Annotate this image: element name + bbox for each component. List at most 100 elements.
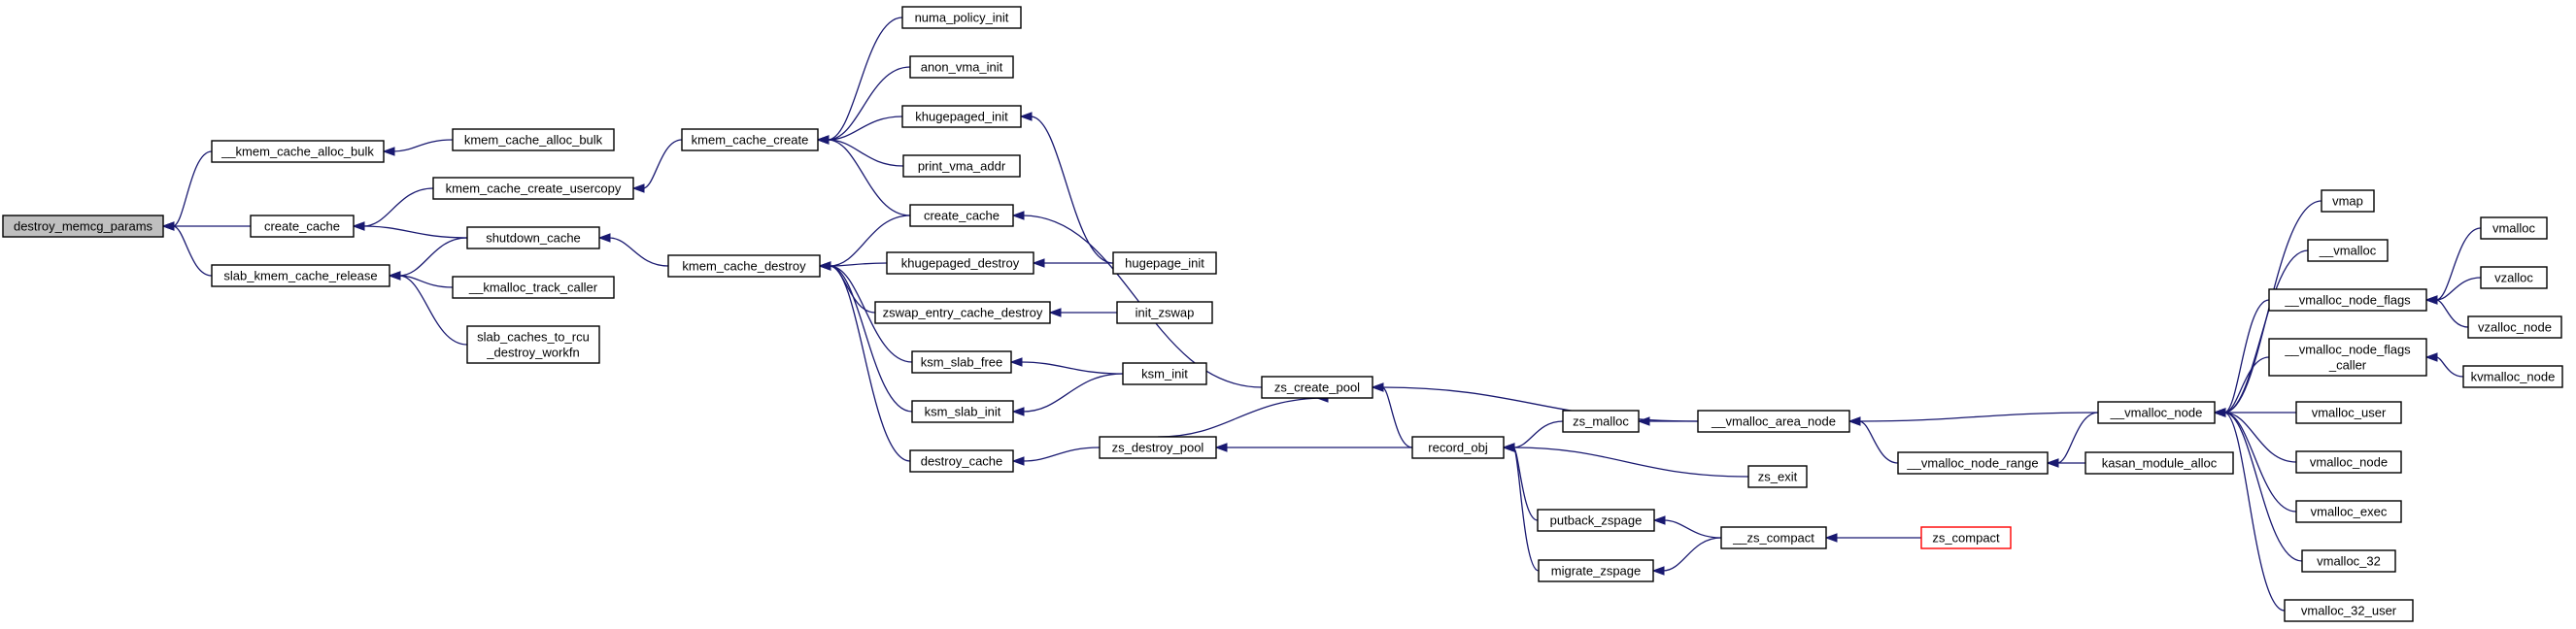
node-label: __vmalloc: [2319, 244, 2377, 258]
node-vmalloc-32[interactable]: vmalloc_32: [2301, 549, 2396, 573]
node-label: __zs_compact: [1732, 531, 1814, 546]
node-zs-exit[interactable]: zs_exit: [1747, 465, 1808, 488]
node-box: [432, 177, 634, 200]
node-kasan-module-alloc[interactable]: kasan_module_alloc: [2085, 451, 2234, 475]
edge-line: [398, 237, 468, 277]
node-vmalloc-area-node[interactable]: __vmalloc_area_node: [1697, 410, 1850, 433]
node-vmalloc-user[interactable]: vmalloc_user: [2295, 401, 2402, 424]
call-edge-kmem-cache-create-to-kmem-cache-create-usercopy: [631, 139, 683, 193]
edge-line: [642, 139, 683, 189]
node-ksm-slab-free[interactable]: ksm_slab_free: [911, 350, 1012, 374]
node-kmem-cache-create[interactable]: kmem_cache_create: [681, 128, 819, 151]
node-destroy-memcg-params[interactable]: destroy_memcg_params: [2, 215, 164, 238]
node-record-obj[interactable]: record_obj: [1411, 436, 1505, 459]
node-label: zs_exit: [1758, 470, 1798, 484]
node-khugepaged-destroy[interactable]: khugepaged_destroy: [886, 251, 1034, 275]
node-label: destroy_memcg_params: [14, 219, 153, 234]
node-box: [909, 55, 1014, 79]
node-label: vmalloc_user: [2312, 406, 2387, 420]
node-kmem-cache-alloc-bulk-inner[interactable]: __kmem_cache_alloc_bulk: [211, 140, 385, 163]
call-edge-ksm-init-to-ksm-slab-init: [1011, 373, 1124, 416]
node-init-zswap[interactable]: init_zswap: [1116, 301, 1213, 324]
call-edge-kmem-cache-alloc-bulk-to-kmem-cache-alloc-bulk-inner: [382, 139, 454, 156]
call-edge-vmalloc-32-user-to-vmalloc-node-inner: [2213, 408, 2286, 612]
node-ksm-slab-init[interactable]: ksm_slab_init: [911, 400, 1014, 423]
node-kmalloc-track-caller[interactable]: __kmalloc_track_caller: [452, 276, 615, 299]
node-vzalloc-node[interactable]: vzalloc_node: [2467, 315, 2562, 339]
node-box: [2480, 216, 2548, 240]
node-vmalloc-exec[interactable]: vmalloc_exec: [2295, 500, 2402, 523]
edge-arrowhead: [1009, 357, 1023, 367]
node-zs-compact[interactable]: zs_compact: [1920, 526, 2012, 549]
node-zs-destroy-pool[interactable]: zs_destroy_pool: [1099, 436, 1217, 459]
edge-line: [172, 150, 213, 227]
node-kmem-cache-destroy[interactable]: kmem_cache_destroy: [667, 254, 821, 278]
node-zs-create-pool[interactable]: zs_create_pool: [1261, 376, 1373, 399]
node-numa-policy-init[interactable]: numa_policy_init: [901, 6, 1022, 29]
node-label: __vmalloc_node_flags: [2284, 343, 2411, 357]
node-slab-caches-to-rcu-destroy-workfn[interactable]: slab_caches_to_rcu_destroy_workfn: [466, 325, 600, 364]
node-print-vma-addr[interactable]: print_vma_addr: [902, 154, 1021, 178]
edge-line: [398, 275, 454, 288]
node-box: [1099, 436, 1217, 459]
edge-line: [2223, 412, 2286, 612]
call-edge-hugepage-init-to-khugepaged-init: [1019, 112, 1114, 264]
node-kvmalloc-node[interactable]: kvmalloc_node: [2462, 365, 2563, 388]
node-putback-zspage[interactable]: putback_zspage: [1537, 509, 1655, 532]
edge-arrowhead: [1637, 416, 1650, 426]
node-label: destroy_cache: [921, 454, 1003, 469]
node-label: _caller: [2328, 358, 2367, 373]
node-anon-vma-init[interactable]: anon_vma_init: [909, 55, 1014, 79]
node-hugepage-init[interactable]: hugepage_init: [1112, 251, 1217, 275]
node-label: __kmem_cache_alloc_bulk: [220, 145, 374, 159]
node-migrate-zspage[interactable]: migrate_zspage: [1538, 559, 1654, 582]
edge-arrowhead: [2046, 458, 2059, 468]
edge-arrowhead: [1651, 566, 1665, 576]
node-vmalloc-32-user[interactable]: vmalloc_32_user: [2284, 599, 2414, 622]
node-create-cache-1[interactable]: create_cache: [250, 215, 355, 238]
edge-line: [829, 265, 911, 462]
call-edge-vmalloc-area-node-to-zs-malloc: [1637, 416, 1698, 426]
node-vmap[interactable]: vmap: [2321, 189, 2375, 213]
node-vmalloc-node-range[interactable]: __vmalloc_node_range: [1897, 451, 2049, 475]
edge-arrowhead: [1048, 308, 1062, 317]
node-destroy-cache[interactable]: destroy_cache: [909, 449, 1014, 473]
call-edge-destroy-cache-to-kmem-cache-destroy: [818, 261, 911, 462]
node-vzalloc[interactable]: vzalloc: [2480, 266, 2548, 289]
node-zs-malloc[interactable]: zs_malloc: [1562, 410, 1640, 433]
node-create-cache-2[interactable]: create_cache: [909, 204, 1014, 227]
node-vmalloc-node[interactable]: vmalloc_node: [2295, 450, 2402, 474]
edge-line: [2223, 299, 2270, 414]
node-label: migrate_zspage: [1551, 564, 1642, 579]
call-edge-kasan-module-alloc-to-vmalloc-node-range: [2046, 458, 2085, 468]
node-box: [909, 204, 1014, 227]
node-kmem-cache-alloc-bulk[interactable]: kmem_cache_alloc_bulk: [452, 128, 615, 151]
edge-arrowhead: [597, 233, 611, 243]
edge-line: [2223, 412, 2297, 513]
edge-arrowhead: [388, 271, 401, 281]
call-edge-vmalloc-inner-to-vmalloc-node-inner: [2213, 249, 2309, 417]
edge-line: [2223, 249, 2309, 414]
node-label: vmalloc_node: [2310, 455, 2388, 470]
edge-line: [1512, 447, 1540, 572]
node-shutdown-cache[interactable]: shutdown_cache: [466, 226, 600, 249]
node-khugepaged-init[interactable]: khugepaged_init: [901, 105, 1022, 128]
node-zswap-entry-cache-destroy[interactable]: zswap_entry_cache_destroy: [874, 301, 1051, 324]
node-slab-kmem-cache-release[interactable]: slab_kmem_cache_release: [211, 264, 390, 287]
node-label: __vmalloc_node_flags: [2284, 293, 2411, 308]
edge-line: [1381, 386, 1699, 422]
node-ksm-init[interactable]: ksm_init: [1122, 362, 1207, 385]
node-vmalloc-inner[interactable]: __vmalloc: [2307, 239, 2389, 262]
edge-line: [2223, 412, 2303, 562]
node-vmalloc-node-flags-caller[interactable]: __vmalloc_node_flags_caller: [2268, 338, 2427, 377]
node-box: [2462, 365, 2563, 388]
node-vmalloc-node-flags[interactable]: __vmalloc_node_flags: [2268, 288, 2427, 312]
edge-line: [829, 265, 913, 413]
node-box: [2307, 239, 2389, 262]
node-zs-compact-inner[interactable]: __zs_compact: [1720, 526, 1827, 549]
node-vmalloc-node-inner[interactable]: __vmalloc_node: [2097, 401, 2216, 424]
node-vmalloc[interactable]: vmalloc: [2480, 216, 2548, 240]
node-kmem-cache-create-usercopy[interactable]: kmem_cache_create_usercopy: [432, 177, 634, 200]
edge-arrowhead: [1371, 382, 1384, 392]
node-box: [2097, 401, 2216, 424]
